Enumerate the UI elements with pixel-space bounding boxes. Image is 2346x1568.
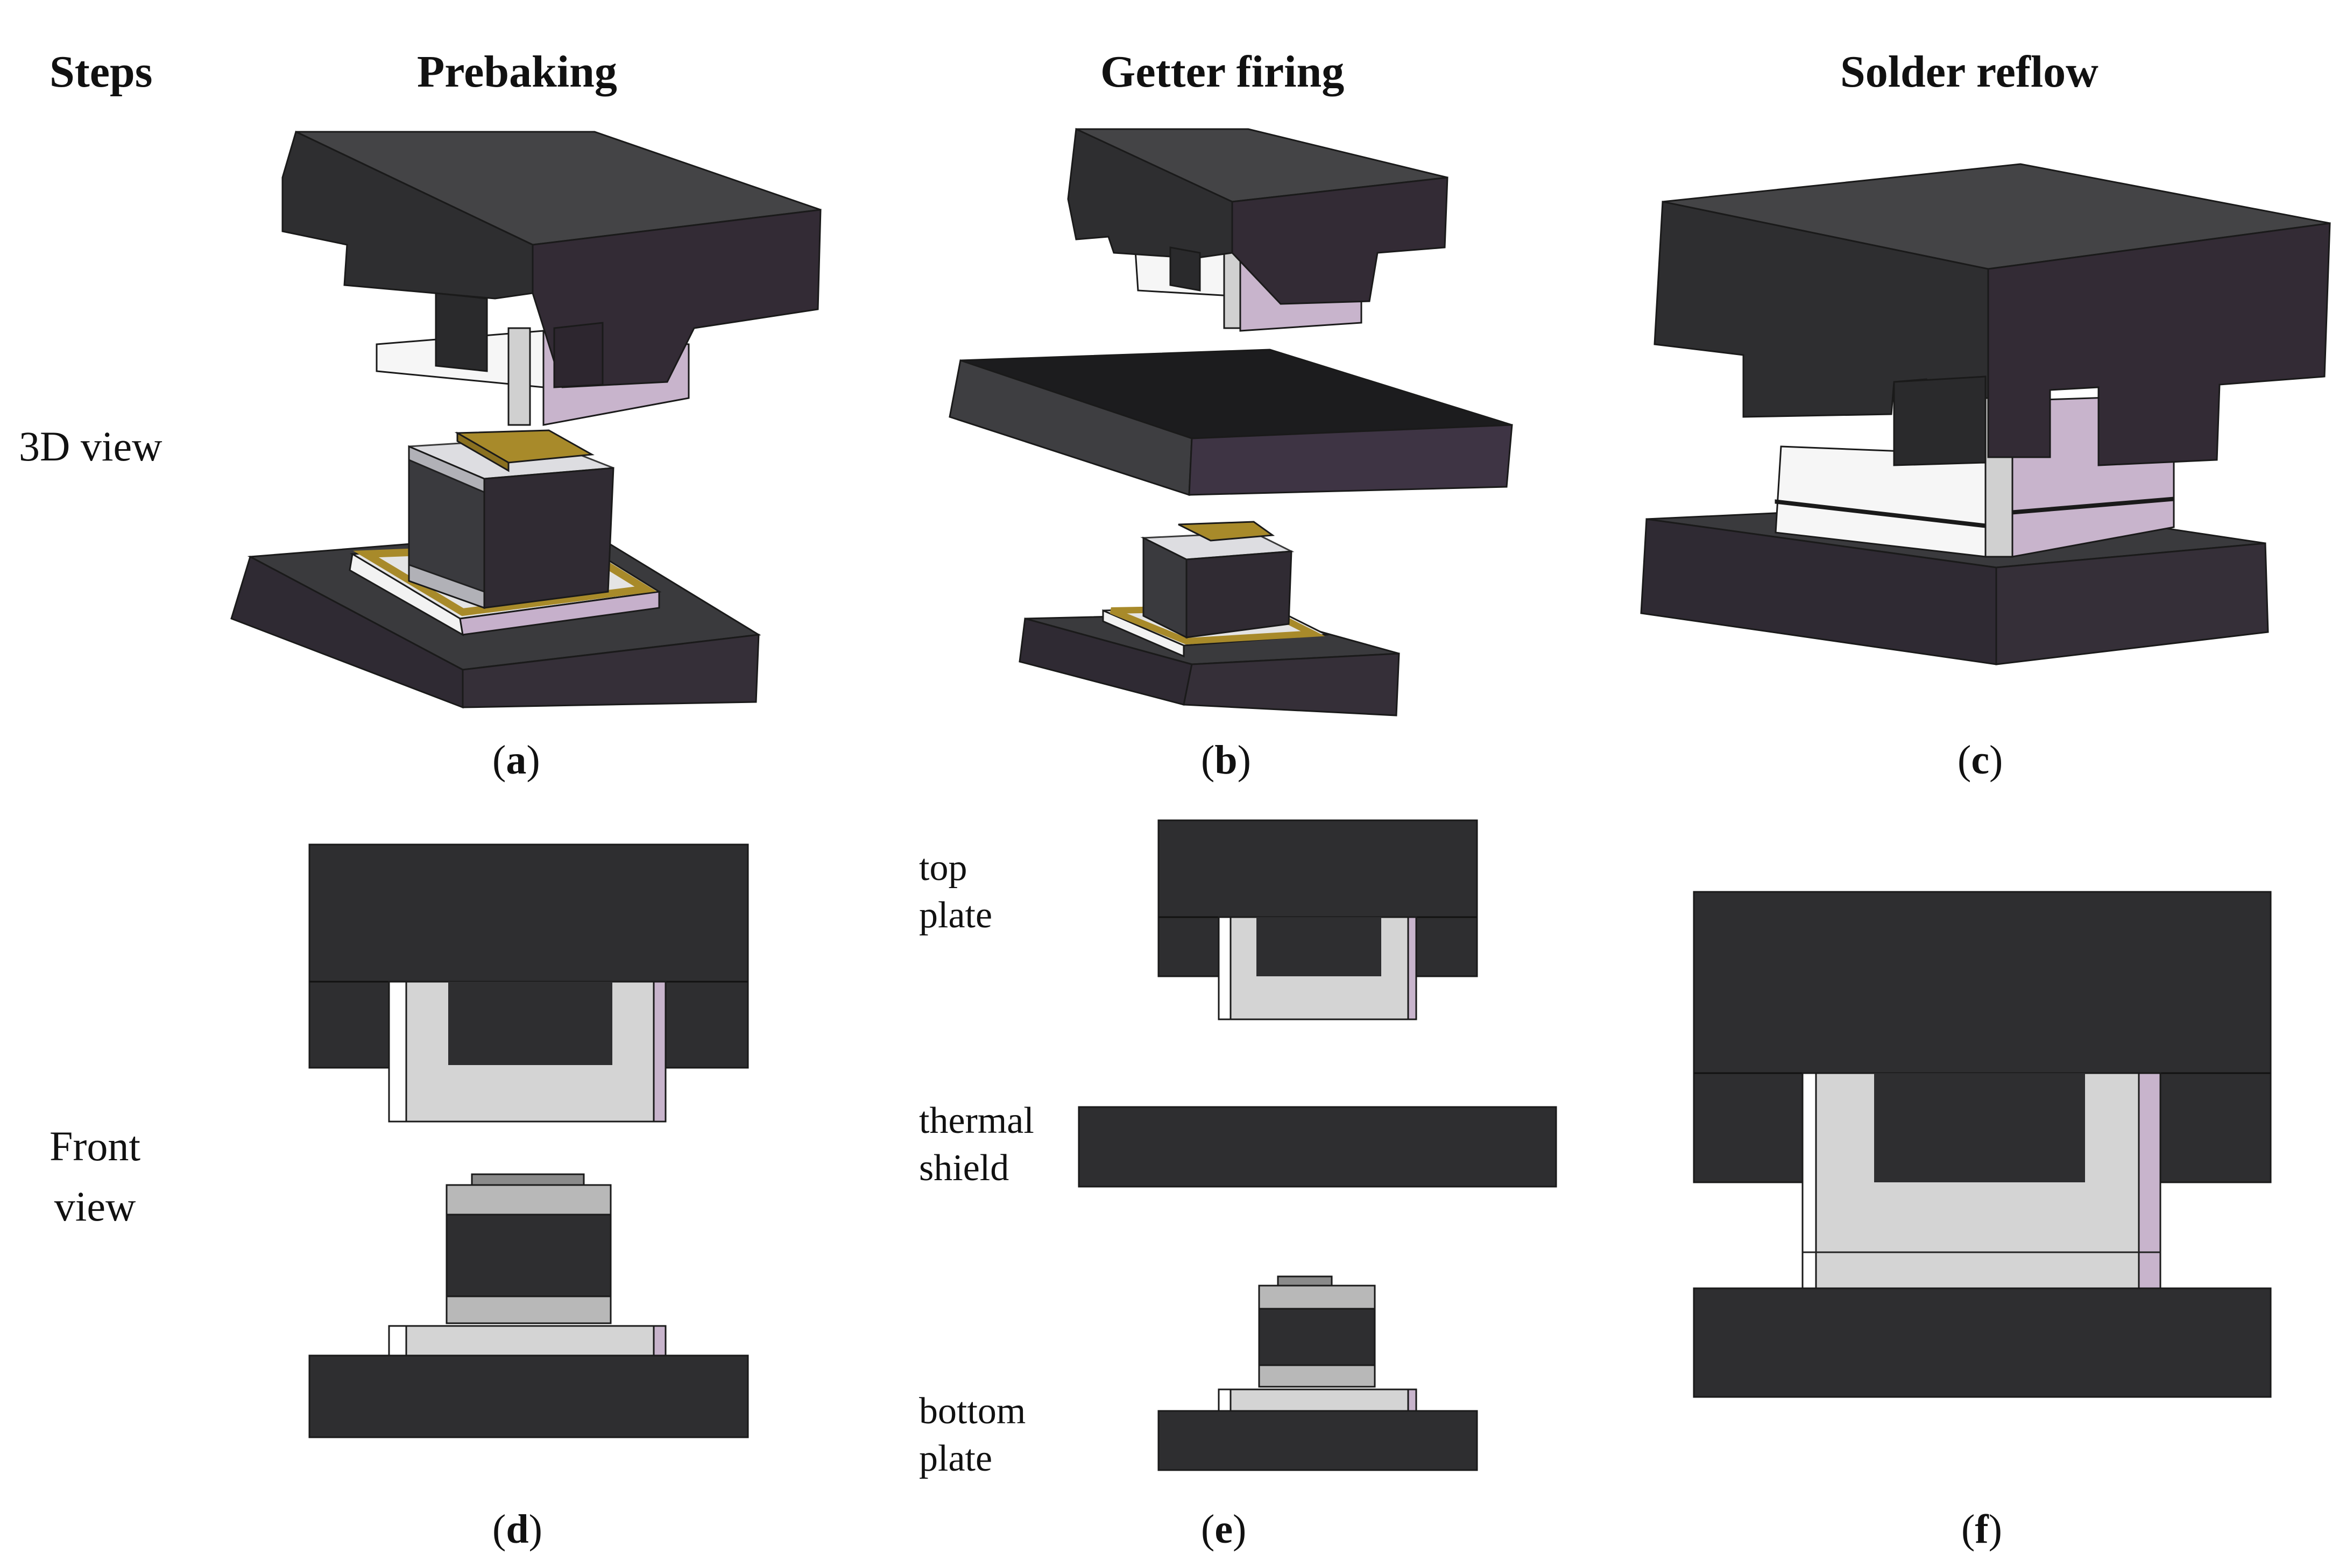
solder-lid-white [1218,916,1232,1020]
header-prebaking: Prebaking [417,47,617,97]
top-plate-3d [1653,163,2331,466]
header-steps: Steps [50,47,153,97]
die-top-layer [1258,1285,1376,1310]
panel-e-front [1078,819,1557,1471]
top-plate-core [1256,917,1381,976]
caption-letter: b [1214,737,1238,783]
caption-letter: c [1971,737,1990,783]
caption-c: (c) [1958,737,2003,783]
bottom-plate-front [1693,1287,2272,1398]
top-plate-core [1874,1073,2085,1182]
caption-letter: e [1214,1507,1233,1552]
bottom-plate-front [1157,1410,1478,1471]
lilac-strip [2138,1072,2161,1289]
substrate-lilac [1407,1388,1417,1412]
substrate-white [388,1325,407,1357]
caption-letter: a [506,737,527,783]
caption-letter: f [1975,1507,1989,1552]
substrate-lilac [653,1325,667,1357]
caption-b: (b) [1201,737,1251,783]
die-stack-3d [1140,521,1295,639]
solder-lid-white [1801,1072,1817,1289]
top-plate-3d [1067,127,1448,332]
die-body [446,1214,612,1297]
caption-d: (d) [492,1507,542,1552]
lilac-strip [653,981,667,1123]
die-bottom-layer [446,1295,612,1324]
substrate-white [1218,1388,1232,1412]
caption-letter: d [506,1507,529,1552]
header-solder-reflow: Solder reflow [1840,47,2098,97]
header-getter-firing: Getter firing [1100,47,1345,97]
die-bottom-layer [1258,1364,1376,1388]
solder-lid-white [388,981,407,1123]
caption-f: (f) [1961,1507,2002,1552]
panel-c-3d [1640,163,2331,665]
thermal-shield-front [1078,1106,1557,1188]
top-plate-core [448,982,612,1065]
die-body [1258,1308,1376,1366]
die-cap [1277,1275,1333,1287]
die-stack-3d [408,429,614,609]
label-bottom-plate: bottom plate [919,1390,1026,1479]
thermal-shield-3d [949,349,1513,496]
row-label-3d-view: 3D view [19,423,162,470]
label-top-plate: top plate [919,847,993,936]
top-plate-3d [281,130,822,426]
die-top-layer [446,1184,612,1216]
substrate-front [1229,1388,1409,1412]
lilac-strip [1407,916,1417,1020]
substrate-front [405,1325,655,1357]
caption-a: (a) [492,737,540,783]
panel-d-front [308,843,749,1438]
caption-e: (e) [1201,1507,1247,1552]
bottom-plate-front [308,1354,749,1438]
panel-f-front [1693,891,2272,1398]
label-thermal-shield: thermal shield [919,1100,1034,1189]
panel-a-3d [230,130,822,709]
die-cap [471,1173,585,1186]
panel-b-3d [949,127,1513,716]
row-label-front-view: Front view [50,1123,141,1230]
